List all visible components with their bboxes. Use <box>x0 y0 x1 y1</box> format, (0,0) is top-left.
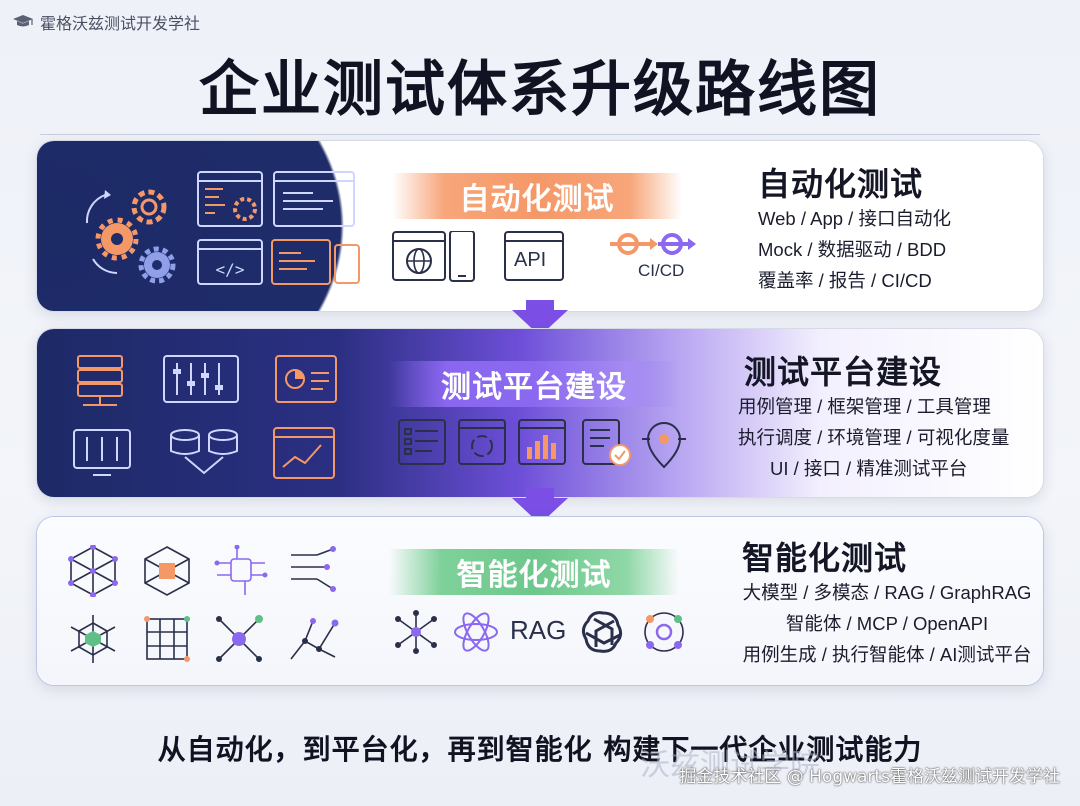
web-window-icon <box>273 171 355 227</box>
checklist-icon <box>582 419 631 466</box>
server-icon <box>77 355 123 406</box>
list-window-icon <box>398 419 446 465</box>
responsive-devices-icon <box>271 239 360 285</box>
api-icon <box>504 231 564 281</box>
cicd-loop-icon <box>610 233 696 255</box>
stage-platform-pill: 测试平台建设 <box>389 361 679 407</box>
stage-automation-pill: 自动化测试 <box>392 173 682 219</box>
sync-window-icon <box>458 419 506 465</box>
stage-platform-mid-icons <box>392 419 692 475</box>
database-icon <box>170 429 238 475</box>
graduation-cap-icon <box>13 15 33 27</box>
code-editor-icon <box>197 171 263 227</box>
title-divider <box>40 134 1040 135</box>
node-cluster-icon <box>395 610 437 654</box>
stage-automation-heading: 自动化测试 <box>758 165 924 203</box>
credit-watermark: 掘金技术社区 @ Hogwarts霍格沃兹测试开发学社 <box>679 767 1060 787</box>
dashboard-icon <box>275 355 337 403</box>
target-pin-icon <box>642 421 686 469</box>
stage-platform-heading: 测试平台建设 <box>744 353 943 391</box>
molecule-icon <box>70 615 116 663</box>
svg-text:</>: </> <box>216 260 245 279</box>
atom-icon <box>454 612 498 652</box>
gears-icon <box>85 189 176 284</box>
stage-automation-illustration: </> <box>37 141 367 311</box>
circuit-icon <box>291 546 336 592</box>
cube-network-icon <box>144 546 190 596</box>
footer-slogan: 从自动化，到平台化，再到智能化 构建下一代企业测试能力 <box>157 733 923 766</box>
bar-chart-icon <box>518 419 566 465</box>
stage-intelligent-heading: 智能化测试 <box>742 539 908 577</box>
openai-icon <box>581 611 623 653</box>
globe-window-icon <box>392 231 475 282</box>
api-label: API <box>514 249 547 271</box>
chip-brain-icon <box>214 545 268 595</box>
code-brackets-icon: </> <box>197 239 263 285</box>
stage-automation-card: </> 自动化测试 API <box>36 140 1044 312</box>
graph-icon <box>290 618 339 660</box>
stage-intelligent-line: 大模型 / 多模态 / RAG / GraphRAG <box>742 582 1032 603</box>
page-title: 企业测试体系升级路线图 <box>199 55 881 125</box>
rag-label: RAG <box>510 615 567 645</box>
stage-intelligent-illustration <box>37 517 367 685</box>
stage-platform-line: UI / 接口 / 精准测试平台 <box>770 458 968 479</box>
stage-platform-card: 测试平台建设 测试平台建设 用例管理 / <box>36 328 1044 498</box>
stage-intelligent-mid-icons: RAG <box>392 607 692 663</box>
stage-platform-illustration <box>37 329 367 497</box>
hub-node-icon <box>216 615 263 662</box>
grid-nodes-icon <box>144 616 190 662</box>
agent-orbit-icon <box>644 612 684 652</box>
brand: 霍格沃兹测试开发学社 <box>12 10 200 34</box>
stage-automation-mid-icons: API CI/CD <box>392 231 696 287</box>
stage-intelligent-pill: 智能化测试 <box>389 549 679 595</box>
stage-intelligent-line: 用例生成 / 执行智能体 / AI测试平台 <box>742 644 1032 665</box>
cicd-label: CI/CD <box>638 261 685 280</box>
stage-automation-line: Web / App / 接口自动化 <box>758 208 951 229</box>
down-arrow-icon <box>512 300 568 336</box>
stage-intelligent-line: 智能体 / MCP / OpenAPI <box>785 613 989 634</box>
stage-intelligent-card: 智能化测试 RAG 智能化测试 大模型 / 多模态 / RAG / Gra <box>36 516 1044 686</box>
chart-window-icon <box>273 427 335 479</box>
down-arrow-icon <box>512 488 568 524</box>
stage-automation-line: Mock / 数据驱动 / BDD <box>758 239 947 260</box>
network-sphere-icon <box>68 545 118 597</box>
stage-platform-line: 执行调度 / 环境管理 / 可视化度量 <box>738 427 1010 448</box>
stage-platform-line: 用例管理 / 框架管理 / 工具管理 <box>738 396 991 417</box>
monitor-sliders-icon <box>73 429 131 476</box>
brand-name: 霍格沃兹测试开发学社 <box>40 14 201 33</box>
sliders-icon <box>163 355 239 403</box>
stage-automation-line: 覆盖率 / 报告 / CI/CD <box>758 270 932 291</box>
faint-watermark: 沃兹测试学院 <box>640 748 820 783</box>
